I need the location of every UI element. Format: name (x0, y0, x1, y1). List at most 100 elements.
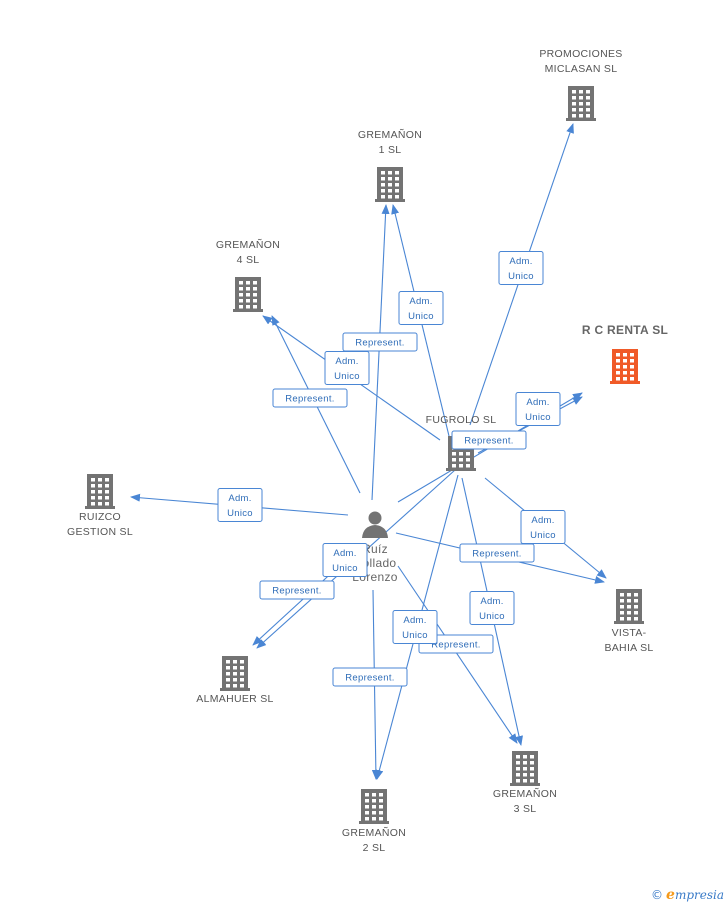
node-gremanon4[interactable]: GREMAÑON 4 SL (216, 238, 280, 312)
edge-label-fugrolo-to-rcrenta[interactable]: Adm. Unico (515, 392, 561, 426)
node-almahuer[interactable]: ALMAHUER SL (196, 656, 273, 705)
node-gremanon2[interactable]: GREMAÑON 2 SL (342, 789, 406, 854)
brand-logo-e: e (666, 887, 675, 903)
building-icon (85, 474, 115, 509)
building-icon (220, 656, 250, 691)
brand-name: mpresia (674, 888, 724, 902)
edge-label-box (342, 332, 418, 352)
edge-label-box (324, 351, 370, 385)
edge-label-box (451, 430, 527, 450)
node-label: 2 SL (363, 842, 386, 854)
node-label: R C RENTA SL (582, 323, 668, 337)
building-icon (614, 589, 644, 624)
edge-label-text: Represent. (355, 338, 404, 349)
node-gremanon1[interactable]: GREMAÑON 1 SL (358, 128, 422, 202)
building-icon (610, 349, 640, 384)
edge-label-box (398, 291, 444, 325)
edge-label-text: Adm. (509, 256, 532, 267)
node-ruizco[interactable]: RUIZCO GESTION SL (67, 474, 133, 538)
node-rcrenta[interactable]: R C RENTA SL (582, 323, 668, 384)
edge-label-fugrolo-to-vista[interactable]: Adm. Unico (520, 510, 566, 544)
node-label: ALMAHUER SL (196, 693, 273, 705)
edge-label-box (392, 610, 438, 644)
edge-label-person-to-gremanon2[interactable]: Represent. (332, 667, 408, 687)
building-icon (359, 789, 389, 824)
brand-footer[interactable]: ©empresia (651, 887, 724, 903)
building-icon (233, 277, 263, 312)
edge-label-fugrolo-to-gremanon4[interactable]: Adm. Unico (324, 351, 370, 385)
building-icon (566, 86, 596, 121)
edge-label-person-to-rcrenta[interactable]: Represent. (451, 430, 527, 450)
node-promociones[interactable]: PROMOCIONES MICLASAN SL (539, 48, 622, 121)
edge-label-text: Adm. (333, 548, 356, 559)
node-label: RUIZCO (79, 511, 121, 523)
edge-label-box (217, 488, 263, 522)
edge-label-fugrolo-to-gremanon3[interactable]: Adm. Unico (469, 591, 515, 625)
edge-label-box (272, 388, 348, 408)
edge-label-text: Adm. (526, 397, 549, 408)
edge-label-text: Unico (408, 311, 434, 322)
edge-label-fugrolo-to-promociones[interactable]: Adm. Unico (498, 251, 544, 285)
edge-person-to-gremanon1 (371, 204, 390, 501)
node-vista[interactable]: VISTA- BAHIA SL (604, 589, 653, 654)
edge-label-person-to-ruizco[interactable]: Adm. Unico (217, 488, 263, 522)
node-label: FUGROLO SL (426, 414, 497, 426)
building-icon (510, 751, 540, 786)
edge-label-text: Adm. (480, 596, 503, 607)
node-gremanon3[interactable]: GREMAÑON 3 SL (493, 751, 557, 815)
edge-person-to-gremanon3 (397, 565, 518, 744)
edge-label-text: Unico (508, 271, 534, 282)
node-label: MICLASAN SL (545, 63, 618, 75)
node-label: 3 SL (514, 803, 537, 815)
person-icon (362, 511, 388, 538)
edge-label-text: Unico (334, 371, 360, 382)
edge-label-text: Unico (530, 530, 556, 541)
edge-label-text: Unico (227, 508, 253, 519)
node-label: PROMOCIONES (539, 48, 622, 60)
edge-label-text: Represent. (345, 673, 394, 684)
edge-label-text: Unico (332, 563, 358, 574)
edge-labels-layer: Represent.Represent.Adm.UnicoRepresent.R… (217, 251, 566, 687)
node-label: BAHIA SL (604, 642, 653, 654)
edge-label-text: Unico (525, 412, 551, 423)
edge-label-person-to-gremanon1[interactable]: Represent. (342, 332, 418, 352)
edge-label-box (259, 580, 335, 600)
building-icon (375, 167, 405, 202)
edge-label-text: Adm. (409, 296, 432, 307)
edge-label-text: Represent. (272, 586, 321, 597)
node-label: 4 SL (237, 254, 260, 266)
edge-label-fugrolo-to-almahuer[interactable]: Adm. Unico (322, 543, 368, 577)
edge-label-text: Adm. (403, 615, 426, 626)
edge-label-text: Represent. (431, 640, 480, 651)
node-label: VISTA- (612, 627, 647, 639)
edge-label-box (520, 510, 566, 544)
edge-label-person-to-gremanon4[interactable]: Represent. (272, 388, 348, 408)
edge-label-box (498, 251, 544, 285)
edge-label-text: Unico (479, 611, 505, 622)
edge-label-text: Represent. (472, 549, 521, 560)
edge-label-text: Unico (402, 630, 428, 641)
edge-label-box (515, 392, 561, 426)
edge-label-person-to-vista[interactable]: Represent. (459, 543, 535, 563)
edge-label-text: Adm. (335, 356, 358, 367)
node-label: 1 SL (379, 144, 402, 156)
edge-label-fugrolo-to-gremanon1[interactable]: Adm. Unico (398, 291, 444, 325)
edge-label-text: Adm. (228, 493, 251, 504)
edge-label-text: Adm. (531, 515, 554, 526)
node-label: GREMAÑON (358, 128, 422, 141)
edge-label-fugrolo-to-gremanon2[interactable]: Adm. Unico (392, 610, 438, 644)
copyright-icon: © (651, 888, 664, 902)
node-label: Ruíz (362, 542, 388, 556)
edge-label-text: Represent. (285, 394, 334, 405)
edge-label-person-to-almahuer[interactable]: Represent. (259, 580, 335, 600)
node-label: GESTION SL (67, 526, 133, 538)
node-label: GREMAÑON (342, 826, 406, 839)
edge-label-box (469, 591, 515, 625)
node-label: GREMAÑON (493, 787, 557, 800)
edge-label-box (332, 667, 408, 687)
edge-label-box (459, 543, 535, 563)
edge-label-text: Represent. (464, 436, 513, 447)
node-label: GREMAÑON (216, 238, 280, 251)
edge-label-box (322, 543, 368, 577)
